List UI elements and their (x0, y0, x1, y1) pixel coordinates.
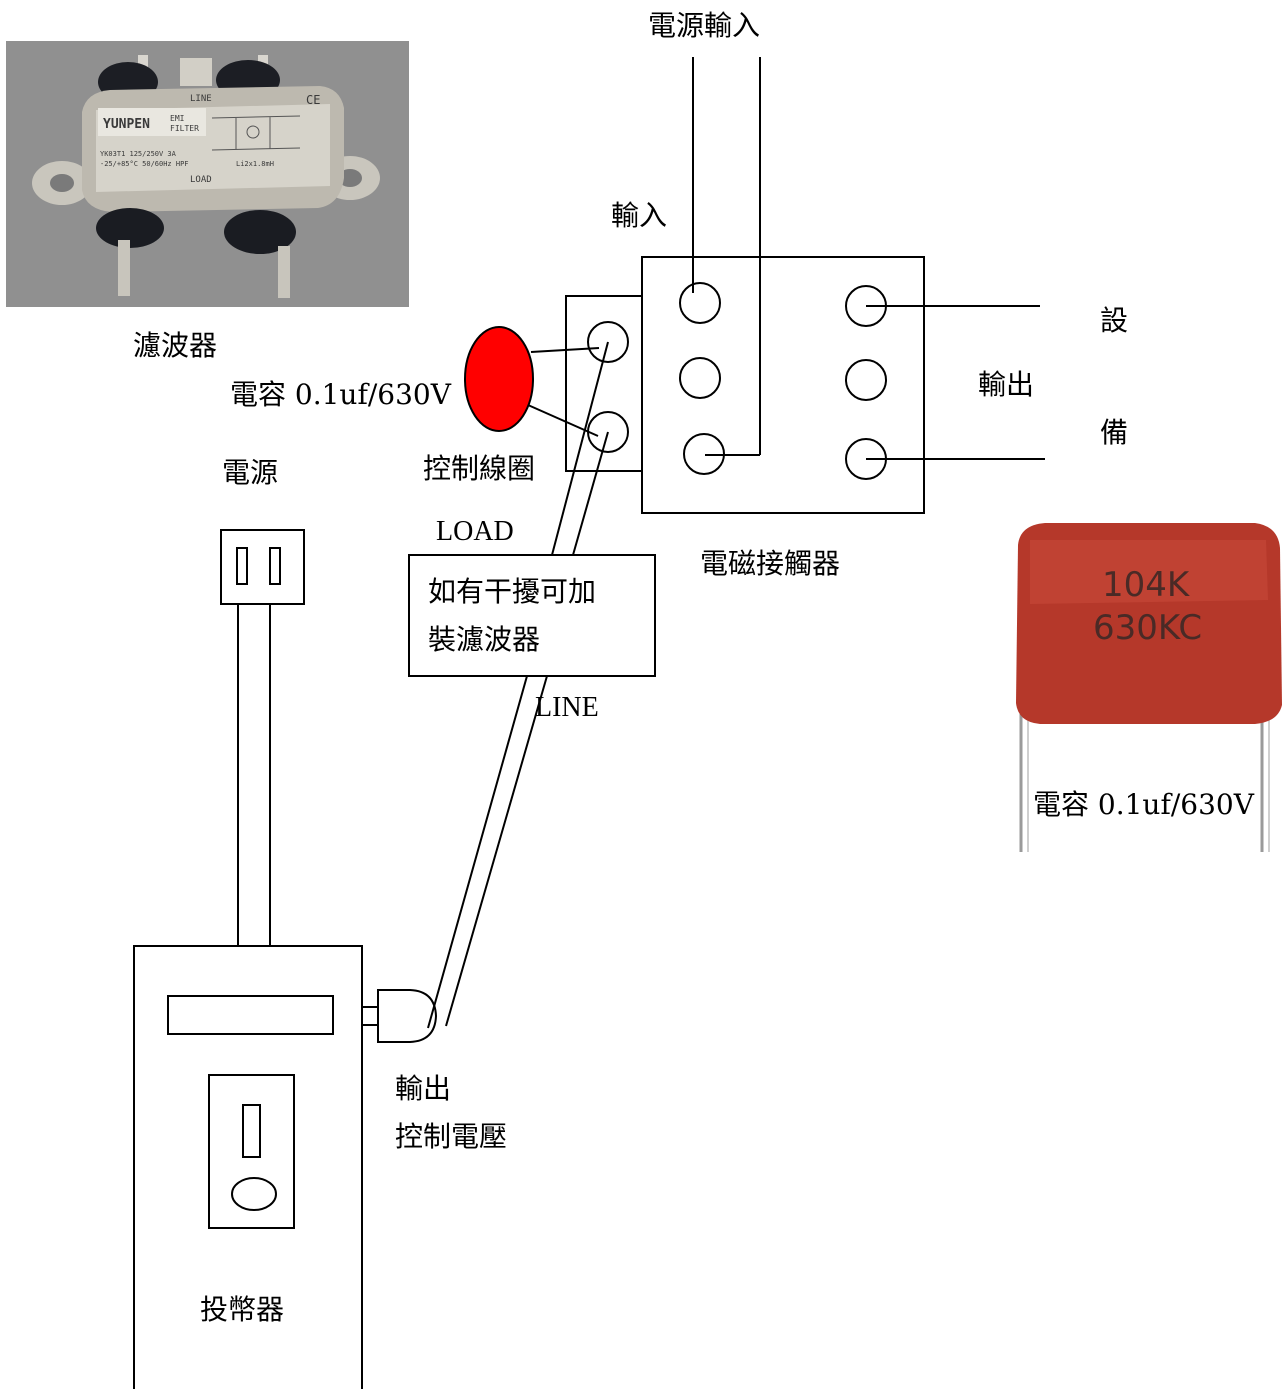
coin-device-label: 投幣器 (200, 1293, 284, 1326)
contactor-label: 電磁接觸器 (700, 547, 840, 580)
filter-brand-text: YUNPEN (103, 117, 150, 132)
equipment-label-2: 備 (1100, 416, 1128, 449)
control-output-plug (362, 989, 438, 1043)
filter-note-box (408, 554, 656, 677)
filter-note-line-1: 如有干擾可加 (428, 575, 596, 608)
filter-spec-text-1: YK03T1 125/250V 3A (100, 150, 177, 158)
output-label: 輸出 (978, 368, 1034, 401)
filter-spec-text-2: -25/+85°C 50/60Hz HPF (100, 160, 189, 168)
output-control-label-2: 控制電壓 (395, 1120, 507, 1153)
filter-ce-mark: CE (306, 93, 320, 107)
contact-terminal-r2 (845, 359, 887, 401)
filter-model-text-2: FILTER (170, 124, 199, 133)
coin-device-slot-panel (208, 1074, 295, 1229)
filter-schematic-icon (211, 115, 301, 151)
output-control-label-1: 輸出 (395, 1072, 451, 1105)
capacitor-photo: 104K 630KC (1016, 523, 1282, 852)
input-label: 輸入 (611, 199, 667, 232)
capacitor-lead-2 (527, 404, 599, 437)
cable-lower-wire-1 (427, 675, 528, 1029)
load-label: LOAD (436, 516, 514, 547)
cable-upper-wire-1 (551, 341, 609, 556)
contact-terminal-l2 (679, 357, 721, 399)
filter-photo: YUNPEN EMI FILTER YK03T1 125/250V 3A -25… (6, 41, 409, 307)
capacitor-symbol (464, 326, 534, 432)
cable-lower-wire-2 (445, 675, 548, 1027)
filter-note-line-2: 裝濾波器 (428, 623, 540, 656)
filter-line-mark: LINE (190, 94, 212, 104)
capacitor-photo-caption: 電容 0.1uf/630V (1033, 788, 1255, 821)
coin-slot (242, 1104, 261, 1158)
capacitor-mark-1: 104K (1102, 565, 1191, 605)
contactor-body (641, 256, 925, 514)
cable-upper-wire-2 (572, 431, 609, 556)
socket-slot-1 (236, 547, 248, 585)
capacitor-mark-2: 630KC (1093, 608, 1202, 648)
control-coil-label: 控制線圈 (423, 452, 535, 485)
power-socket (220, 529, 305, 605)
filter-model-text-1: EMI (170, 114, 185, 123)
filter-load-mark: LOAD (190, 175, 212, 185)
contactor-coil-block (565, 295, 643, 472)
capacitor-lead-1 (530, 347, 600, 353)
capacitor-label: 電容 0.1uf/630V (230, 378, 452, 411)
filter-photo-caption: 濾波器 (133, 329, 217, 362)
filter-spec-text-3: Li2x1.8mH (236, 160, 274, 168)
contact-terminal-l1 (679, 282, 721, 324)
line-label: LINE (535, 692, 599, 723)
coin-device-body (133, 945, 363, 1389)
power-input-label: 電源輸入 (648, 9, 760, 42)
coil-terminal-1 (587, 321, 629, 363)
power-label: 電源 (222, 456, 278, 489)
coin-button (231, 1177, 277, 1211)
equipment-label-1: 設 (1100, 304, 1128, 337)
socket-slot-2 (269, 547, 281, 585)
contact-terminal-l3 (683, 433, 725, 475)
coin-device-display (167, 995, 334, 1035)
